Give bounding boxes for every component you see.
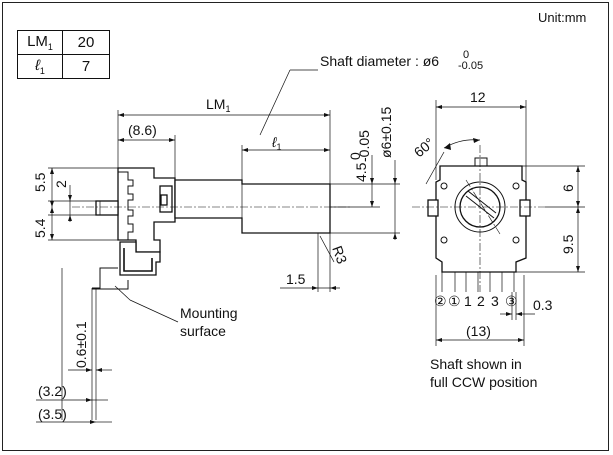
caption-line1: Shaft shown in: [430, 356, 522, 372]
dim-60: 60°: [411, 134, 438, 160]
shaft-tol-upper: 0: [463, 49, 469, 61]
dim-1-5: 1.5: [286, 271, 306, 287]
dim-0-6: 0.6±0.1: [73, 321, 89, 368]
table-key-lm1: LM1: [17, 30, 63, 55]
pin-label-3: 3: [491, 293, 499, 309]
dim-9-5: 9.5: [560, 234, 576, 254]
front-tab-right: [519, 199, 531, 217]
dim-phi6: ø6±0.15: [378, 107, 394, 158]
dim-12: 12: [470, 89, 486, 105]
dim-8-6: (8.6): [128, 122, 157, 138]
pin-label-2c: ②: [434, 293, 447, 309]
pin-label-2: 2: [477, 293, 485, 309]
dim-13: (13): [466, 323, 491, 339]
unit-label: Unit:mm: [538, 10, 587, 25]
lm1-label: LM1: [206, 96, 230, 114]
terminal-comb: [118, 171, 134, 240]
svg-text:0: 0: [347, 152, 363, 160]
terminal-lead: [92, 267, 118, 289]
dim-0-3: 0.3: [533, 297, 553, 313]
l1-label: ℓ1: [271, 134, 282, 152]
dim-6: 6: [560, 184, 576, 192]
side-view: LM1 (8.6) ℓ1 Shaft diameter : ø6 0 -0.05…: [32, 49, 483, 424]
dim-3-2: (3.2): [38, 383, 67, 399]
front-view: 60° 12 6 9.5 ② ① 1 2 3 ③ 0.3: [411, 89, 585, 390]
bushing-nut: [160, 194, 168, 206]
shaft-diameter-leader: [259, 69, 291, 136]
mounting-surface-leader: [129, 299, 179, 323]
front-pins: [441, 272, 515, 292]
mounting-surface-line2: surface: [180, 323, 226, 339]
svg-text:-0.05: -0.05: [356, 130, 372, 162]
table-row: ℓ1 7: [17, 54, 110, 79]
table-value-l1: 7: [62, 54, 110, 79]
drawing-frame: [2, 2, 609, 451]
pin-label-1c: ①: [448, 293, 461, 309]
rotor-stub: [95, 200, 119, 216]
dim-r3: R3: [329, 244, 350, 266]
shaft: [174, 179, 331, 234]
dim-4-5: 4.5: [353, 162, 369, 182]
caption-line2: full CCW position: [430, 374, 537, 390]
shaft-diameter-text: Shaft diameter : ø6: [320, 53, 439, 69]
dim-5-4: 5.4: [32, 218, 48, 238]
dim-5-5: 5.5: [32, 172, 48, 192]
mounting-bracket: [119, 241, 161, 276]
pin-label-1: 1: [464, 293, 472, 309]
dim-3-5: (3.5): [38, 406, 67, 422]
dimension-table: LM1 20 ℓ1 7: [17, 30, 110, 79]
pin-label-3c: ③: [505, 293, 518, 309]
dim-2: 2: [53, 180, 69, 188]
table-key-l1: ℓ1: [17, 54, 63, 79]
front-tab-left: [427, 199, 439, 217]
mounting-surface-line1: Mounting: [180, 305, 238, 321]
shaft-tol-lower: -0.05: [458, 60, 483, 72]
